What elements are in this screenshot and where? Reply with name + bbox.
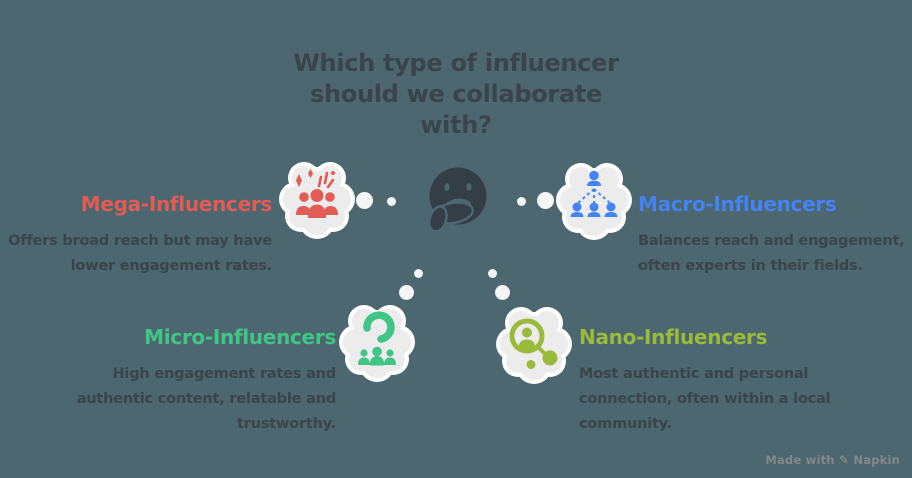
thought-dot <box>399 285 414 300</box>
micro-section: Micro-Influencers High engagement rates … <box>56 325 337 437</box>
hierarchy-people-icon <box>556 163 632 240</box>
infographic-title: Which type of influencer should we colla… <box>293 49 619 139</box>
nano-thought-cloud <box>494 306 574 386</box>
thought-dot <box>537 192 554 209</box>
watermark-brand: Napkin <box>853 453 900 467</box>
micro-heading: Micro-Influencers <box>144 325 336 349</box>
nano-description: Most authentic and personal connection, … <box>579 366 831 432</box>
question-crowd-icon <box>339 305 415 382</box>
thought-dot <box>517 197 526 206</box>
mega-description: Offers broad reach but may have lower en… <box>8 233 272 274</box>
thought-dot <box>488 269 497 278</box>
micro-description: High engagement rates and authentic cont… <box>76 366 336 432</box>
crowd-sparkle-icon <box>279 162 355 239</box>
macro-description: Balances reach and engagement, often exp… <box>638 233 905 274</box>
macro-section: Macro-Influencers Balances reach and eng… <box>638 193 912 279</box>
nano-heading: Nano-Influencers <box>579 325 768 349</box>
micro-thought-cloud <box>337 304 417 384</box>
person-network-icon <box>496 307 572 384</box>
thought-dot <box>356 192 373 209</box>
nano-section: Nano-Influencers Most authentic and pers… <box>579 326 859 437</box>
watermark-prefix: Made with <box>765 453 835 467</box>
mega-heading: Mega-Influencers <box>80 192 273 216</box>
thought-dot <box>495 285 510 300</box>
macro-thought-cloud <box>554 162 634 242</box>
mega-thought-cloud <box>277 161 357 241</box>
watermark: Made with ✎ Napkin <box>765 453 900 467</box>
thought-dot <box>414 269 423 278</box>
pen-icon: ✎ <box>838 453 850 467</box>
macro-heading: Macro-Influencers <box>638 192 837 216</box>
thought-dot <box>387 197 396 206</box>
thinking-face-icon <box>429 167 487 230</box>
mega-section: Mega-Influencers Offers broad reach but … <box>0 193 272 279</box>
